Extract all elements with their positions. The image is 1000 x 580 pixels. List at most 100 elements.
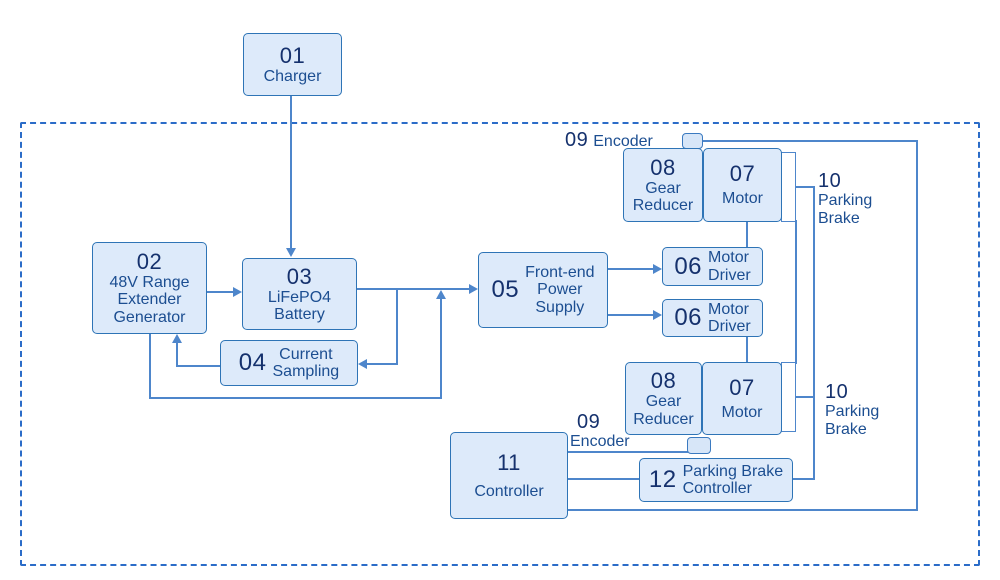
node-number: 07 bbox=[729, 161, 756, 187]
connector-encoder-to-controller bbox=[568, 509, 918, 511]
connector-driver-motor-top bbox=[746, 222, 748, 247]
connector-controller-pbc bbox=[568, 478, 639, 480]
node-number: 05 bbox=[491, 276, 520, 303]
node-label: Motor bbox=[708, 300, 749, 318]
connector-encoder-rail bbox=[916, 140, 918, 510]
node-label: Charger bbox=[263, 67, 322, 85]
connector-encoder-top bbox=[702, 140, 918, 142]
connector-brake-controller-in bbox=[793, 478, 815, 480]
node-label: Supply bbox=[535, 298, 585, 316]
node-label-block: Motor Driver bbox=[708, 301, 751, 336]
encoder-box-top bbox=[682, 133, 703, 149]
node-label: Controller bbox=[682, 480, 752, 497]
arrowhead-up-icon bbox=[436, 290, 446, 299]
node-label: Generator bbox=[113, 308, 186, 326]
node-number: 08 bbox=[650, 154, 676, 180]
node-label: LiFePO4 bbox=[267, 288, 332, 306]
parking-brake-mount-bottom bbox=[781, 362, 796, 432]
label-encoder-bottom: 09 Encoder bbox=[570, 411, 630, 451]
connector-branch-down bbox=[396, 288, 398, 364]
connector-ps-driver-top bbox=[608, 268, 654, 270]
label-encoder-top: 09 Encoder bbox=[565, 129, 653, 151]
node-label-block: Motor Driver bbox=[708, 249, 751, 284]
label-text: Encoder bbox=[570, 433, 630, 450]
node-number: 08 bbox=[650, 368, 677, 393]
label-number: 10 bbox=[818, 170, 842, 192]
node-label-block: Parking Brake Controller bbox=[683, 463, 784, 498]
arrowhead-right-icon bbox=[469, 284, 478, 294]
label-number: 09 bbox=[565, 129, 589, 151]
node-label: Driver bbox=[708, 318, 751, 335]
label-number: 10 bbox=[825, 381, 849, 403]
node-label: Motor bbox=[721, 403, 763, 421]
node-motor-driver-top: 06 Motor Driver bbox=[662, 247, 763, 286]
connector-sampling-generator-up bbox=[176, 343, 178, 367]
node-charger: 01 Charger bbox=[243, 33, 342, 96]
node-range-extender-generator: 02 48V Range Extender Generator bbox=[92, 242, 207, 334]
encoder-box-bottom bbox=[687, 437, 711, 454]
node-label-block: Current Sampling bbox=[273, 346, 340, 381]
node-motor-driver-bottom: 06 Motor Driver bbox=[662, 299, 763, 337]
node-number: 11 bbox=[497, 449, 521, 475]
arrowhead-left-icon bbox=[358, 359, 367, 369]
node-gear-reducer-top: 08 Gear Reducer bbox=[623, 148, 703, 222]
connector-controller-encoder-bottom bbox=[568, 451, 688, 453]
label-text: Encoder bbox=[593, 133, 653, 150]
node-label: Sampling bbox=[272, 363, 340, 380]
parking-brake-mount-top bbox=[781, 152, 796, 222]
node-controller: 11 Controller bbox=[450, 432, 568, 519]
node-number: 07 bbox=[729, 374, 755, 400]
node-label: Current bbox=[279, 345, 333, 363]
connector-brake-tick-bottom bbox=[796, 396, 815, 398]
node-label: Motor bbox=[708, 249, 749, 266]
system-boundary-dashed-frame bbox=[20, 122, 980, 566]
node-label: Parking Brake bbox=[682, 462, 784, 480]
label-text: Parking bbox=[818, 192, 873, 209]
node-number: 12 bbox=[648, 466, 677, 493]
node-label: Battery bbox=[274, 306, 325, 323]
node-number: 06 bbox=[674, 304, 703, 331]
node-current-sampling: 04 Current Sampling bbox=[220, 340, 358, 386]
label-text: Brake bbox=[825, 421, 867, 438]
label-parking-brake-top: 10 Parking Brake bbox=[818, 170, 872, 228]
arrowhead-right-icon bbox=[653, 310, 662, 320]
node-parking-brake-controller: 12 Parking Brake Controller bbox=[639, 458, 793, 502]
node-number: 01 bbox=[279, 42, 306, 68]
node-label: Controller bbox=[474, 482, 544, 500]
label-number: 09 bbox=[577, 411, 601, 433]
connector-brake-rail bbox=[795, 220, 797, 364]
connector-sampling-generator bbox=[176, 365, 222, 367]
connector-driver-motor-bottom bbox=[746, 337, 748, 362]
connector-brake-to-controller bbox=[813, 186, 815, 479]
arrowhead-up-icon bbox=[172, 334, 182, 343]
node-label-block: Front-end Power Supply bbox=[525, 264, 594, 317]
node-label: Driver bbox=[708, 266, 751, 284]
node-label: Reducer bbox=[633, 410, 694, 428]
node-label: Reducer bbox=[632, 197, 694, 214]
node-gear-reducer-bottom: 08 Gear Reducer bbox=[625, 362, 702, 435]
node-number: 04 bbox=[238, 349, 267, 376]
node-number: 03 bbox=[286, 263, 313, 289]
node-lifepo4-battery: 03 LiFePO4 Battery bbox=[242, 258, 357, 330]
node-label: 48V Range bbox=[109, 273, 190, 291]
arrowhead-right-icon bbox=[233, 287, 242, 297]
connector-ps-driver-bottom bbox=[608, 314, 654, 316]
node-label: Extender bbox=[117, 291, 182, 309]
label-text: Brake bbox=[818, 210, 860, 227]
connector-generator-battery bbox=[207, 291, 235, 293]
connector-generator-down bbox=[149, 334, 151, 399]
connector-charger-battery bbox=[290, 96, 292, 249]
connector-brake-tick-top bbox=[796, 186, 815, 188]
node-label: Gear bbox=[645, 179, 681, 197]
connector-battery-power-supply bbox=[357, 288, 470, 290]
node-label: Power bbox=[537, 281, 583, 299]
node-motor-bottom: 07 Motor bbox=[702, 362, 782, 435]
label-parking-brake-bottom: 10 Parking Brake bbox=[825, 381, 879, 439]
connector-bus-up bbox=[440, 299, 442, 398]
arrowhead-right-icon bbox=[653, 264, 662, 274]
arrowhead-down-icon bbox=[286, 248, 296, 257]
node-label: Gear bbox=[645, 393, 682, 410]
node-front-end-power-supply: 05 Front-end Power Supply bbox=[478, 252, 608, 328]
node-label: Front-end bbox=[525, 263, 595, 281]
